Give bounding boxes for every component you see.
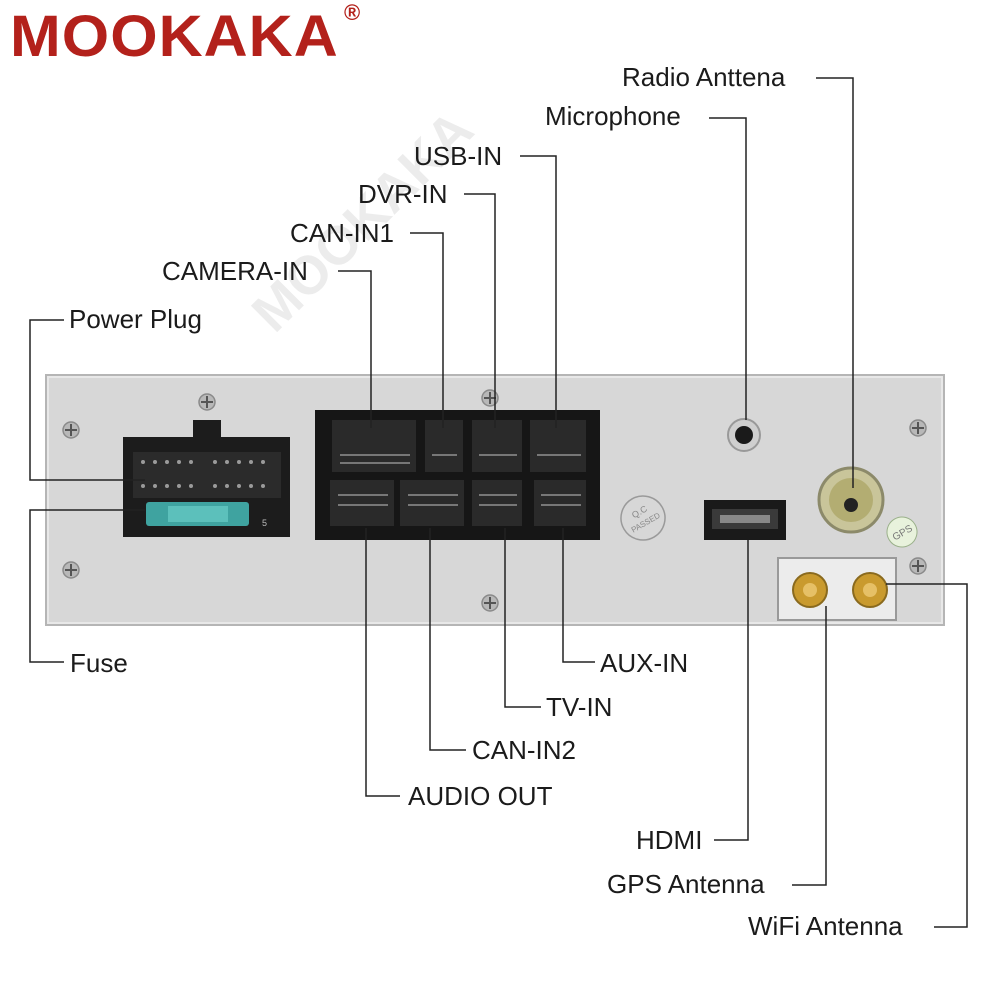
gps-antenna-port: [792, 572, 828, 608]
label-audio-out: AUDIO OUT: [408, 781, 553, 811]
label-can-in2: CAN-IN2: [472, 735, 577, 765]
label-gps-antenna: GPS Antenna: [607, 869, 765, 899]
radio-antenna-socket: [817, 466, 885, 534]
label-aux-in: AUX-IN: [600, 648, 689, 678]
label-tv-in: TV-IN: [546, 692, 613, 722]
label-microphone: Microphone: [545, 101, 681, 131]
label-usb-in: USB-IN: [414, 141, 503, 171]
label-fuse: Fuse: [70, 648, 128, 678]
label-can-in1: CAN-IN1: [290, 218, 395, 248]
label-dvr-in: DVR-IN: [358, 179, 448, 209]
label-camera-in: CAMERA-IN: [162, 256, 308, 286]
microphone-jack: [727, 418, 761, 452]
label-radio-antenna: Radio Anttena: [622, 62, 786, 92]
power-plug-connector: [123, 420, 290, 537]
label-wifi-antenna: WiFi Antenna: [748, 911, 903, 941]
hdmi-port: [704, 500, 786, 540]
label-power-plug: Power Plug: [69, 304, 202, 334]
multi-connector-block: [315, 410, 600, 540]
registered-mark: ®: [344, 0, 361, 25]
fuse-number: 5: [262, 518, 267, 528]
leader-lines: [29, 77, 968, 928]
brand-logo: MOOKAKA: [10, 4, 339, 69]
label-hdmi: HDMI: [636, 825, 703, 855]
wifi-antenna-port: [852, 572, 888, 608]
gps-sticker: GPS: [886, 516, 918, 548]
